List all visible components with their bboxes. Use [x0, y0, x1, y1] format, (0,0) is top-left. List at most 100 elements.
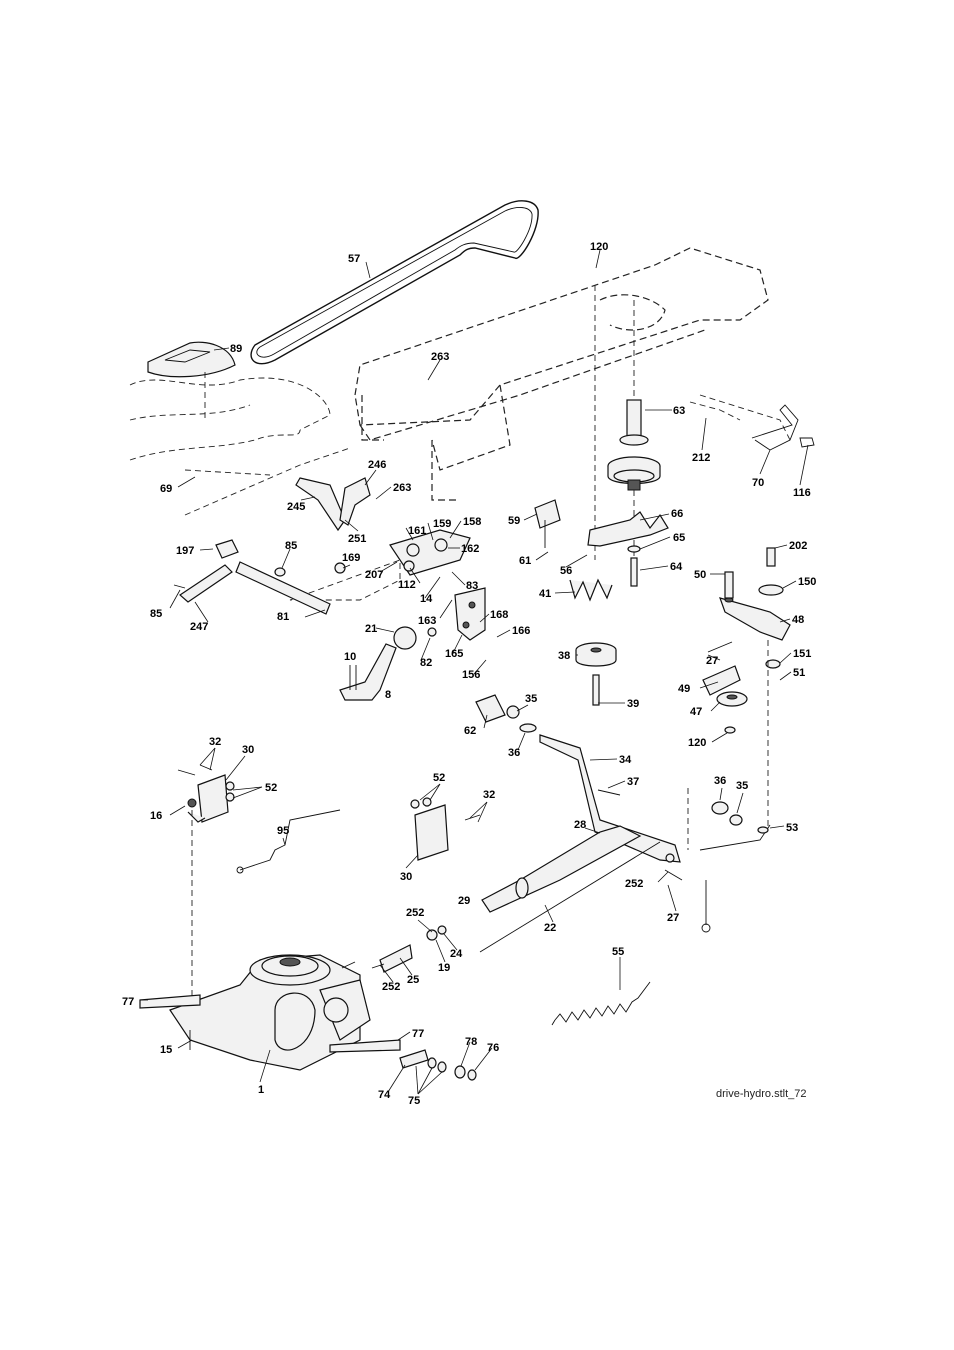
callout-85: 85 — [150, 608, 162, 620]
callout-52: 52 — [265, 782, 277, 794]
callout-252: 252 — [382, 981, 400, 993]
callout-63: 63 — [673, 405, 685, 417]
callout-246: 246 — [368, 459, 386, 471]
callout-25: 25 — [407, 974, 419, 986]
callout-161: 161 — [408, 525, 426, 537]
callout-labels: 57 120 89 263 63 212 69 246 263 245 251 … — [122, 241, 816, 1107]
callout-27: 27 — [667, 912, 679, 924]
callout-49: 49 — [678, 683, 690, 695]
callout-8: 8 — [385, 689, 391, 701]
drive-belt — [250, 200, 539, 365]
callout-24: 24 — [450, 948, 463, 960]
callout-166: 166 — [512, 625, 530, 637]
callout-51: 51 — [793, 667, 805, 679]
callout-35: 35 — [525, 693, 537, 705]
callout-50: 50 — [694, 569, 706, 581]
hardware-lower — [371, 925, 477, 1081]
callout-70: 70 — [752, 477, 764, 489]
callout-263: 263 — [431, 351, 449, 363]
callout-120: 120 — [688, 737, 706, 749]
callout-35: 35 — [736, 780, 748, 792]
callout-66: 66 — [671, 508, 683, 520]
callout-159: 159 — [433, 518, 451, 530]
callout-36: 36 — [714, 775, 726, 787]
callout-95: 95 — [277, 825, 289, 837]
callout-14: 14 — [420, 593, 433, 605]
callout-75: 75 — [408, 1095, 420, 1107]
callout-27: 27 — [706, 655, 718, 667]
callout-156: 156 — [462, 669, 480, 681]
callout-10: 10 — [344, 651, 356, 663]
pedal-pad — [147, 341, 236, 420]
left-brackets — [177, 764, 481, 1000]
callout-32: 32 — [483, 789, 495, 801]
callout-30: 30 — [400, 871, 412, 883]
callout-47: 47 — [690, 706, 702, 718]
callout-41: 41 — [539, 588, 551, 600]
spring-bracket — [689, 401, 815, 451]
callout-59: 59 — [508, 515, 520, 527]
callout-163: 163 — [418, 615, 436, 627]
idler-arm-bracket — [702, 547, 791, 830]
chassis-frame — [129, 247, 791, 601]
callout-251: 251 — [348, 533, 366, 545]
callout-56: 56 — [560, 565, 572, 577]
callout-53: 53 — [786, 822, 798, 834]
callout-202: 202 — [789, 540, 807, 552]
callout-252: 252 — [625, 878, 643, 890]
callout-83: 83 — [466, 580, 478, 592]
callout-15: 15 — [160, 1044, 172, 1056]
idler-bracket — [534, 499, 669, 602]
callout-39: 39 — [627, 698, 639, 710]
callout-212: 212 — [692, 452, 710, 464]
callout-37: 37 — [627, 776, 639, 788]
callout-89: 89 — [230, 343, 242, 355]
transaxle — [139, 954, 401, 1071]
callout-28: 28 — [574, 819, 586, 831]
leader-lines — [140, 249, 809, 1095]
callout-263: 263 — [393, 482, 411, 494]
callout-76: 76 — [487, 1042, 499, 1054]
callout-150: 150 — [798, 576, 816, 588]
callout-1: 1 — [258, 1084, 264, 1096]
callout-77: 77 — [412, 1028, 424, 1040]
callout-55: 55 — [612, 946, 624, 958]
spring-55 — [551, 981, 651, 1026]
callout-207: 207 — [365, 569, 383, 581]
callout-120: 120 — [590, 241, 608, 253]
callout-82: 82 — [420, 657, 432, 669]
shift-lever — [339, 626, 417, 701]
callout-16: 16 — [150, 810, 162, 822]
callout-64: 64 — [670, 561, 683, 573]
callout-32: 32 — [209, 736, 221, 748]
callout-74: 74 — [378, 1089, 391, 1101]
callout-252: 252 — [406, 907, 424, 919]
callout-151: 151 — [793, 648, 811, 660]
callout-81: 81 — [277, 611, 289, 623]
callout-78: 78 — [465, 1036, 477, 1048]
callout-30: 30 — [242, 744, 254, 756]
callout-19: 19 — [438, 962, 450, 974]
callout-52: 52 — [433, 772, 445, 784]
callout-158: 158 — [463, 516, 481, 528]
callout-29: 29 — [458, 895, 470, 907]
shift-rod-assembly — [173, 539, 331, 615]
diagram-reference-code: drive-hydro.stlt_72 — [716, 1088, 807, 1100]
callout-165: 165 — [445, 648, 463, 660]
callout-247: 247 — [190, 621, 208, 633]
callout-22: 22 — [544, 922, 556, 934]
callout-61: 61 — [519, 555, 531, 567]
callout-168: 168 — [490, 609, 508, 621]
callout-21: 21 — [365, 623, 377, 635]
callout-77: 77 — [122, 996, 134, 1008]
callout-112: 112 — [398, 579, 416, 591]
brake-rod-assembly — [475, 694, 771, 953]
callout-197: 197 — [176, 545, 194, 557]
callout-169: 169 — [342, 552, 360, 564]
callout-116: 116 — [793, 487, 811, 499]
callout-162: 162 — [461, 543, 479, 555]
callout-48: 48 — [792, 614, 804, 626]
upper-pulley-assembly — [594, 285, 661, 587]
lower-pulley — [575, 642, 617, 706]
